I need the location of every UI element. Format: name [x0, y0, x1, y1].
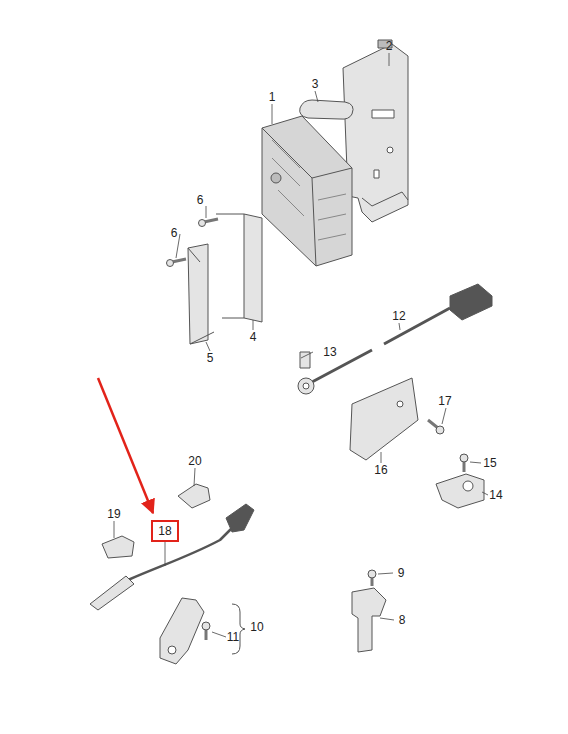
callout-number: 3 — [312, 78, 319, 90]
callout-number: 5 — [207, 352, 214, 364]
screw — [368, 570, 376, 578]
callout-number: 6 — [171, 227, 178, 239]
callout-number: 6 — [197, 194, 204, 206]
engine-control-unit — [262, 116, 352, 266]
screw — [167, 260, 174, 267]
leader-line — [114, 53, 488, 637]
callout-number: 1 — [269, 91, 276, 103]
callout-number: 10 — [250, 621, 263, 633]
callout-number: 2 — [386, 40, 393, 52]
connector — [450, 284, 492, 320]
mounting-plate — [350, 378, 418, 460]
callout-number: 12 — [392, 310, 405, 322]
screw — [202, 622, 210, 630]
screw — [436, 426, 444, 434]
highlight-box: 18 — [151, 520, 179, 542]
callout-number: 20 — [188, 455, 201, 467]
callout-number: 14 — [489, 489, 502, 501]
callout-number: 11 — [227, 631, 239, 643]
callout-number: 19 — [107, 508, 120, 520]
callout-number: 8 — [399, 614, 406, 626]
callout-number: 17 — [438, 395, 451, 407]
callout-number: 4 — [250, 331, 257, 343]
bracket — [244, 214, 262, 322]
callout-number: 18 — [158, 525, 171, 537]
lambda-probe — [90, 576, 134, 610]
bracket-symbol — [232, 604, 245, 654]
pointer-arrow — [98, 378, 153, 513]
clip — [178, 484, 210, 508]
callout-number: 9 — [398, 567, 405, 579]
clip — [102, 536, 134, 558]
callout-number: 15 — [483, 457, 496, 469]
hall-sensor — [352, 588, 386, 652]
callout-number: 16 — [374, 464, 387, 476]
sensor — [436, 474, 484, 508]
connector — [226, 504, 254, 532]
callout-number: 13 — [323, 346, 336, 358]
speed-sensor — [160, 598, 204, 664]
screw — [460, 454, 468, 462]
ecu-bracket — [343, 44, 408, 222]
gasket — [300, 100, 353, 119]
screw — [199, 220, 206, 227]
knock-sensor — [298, 378, 314, 394]
